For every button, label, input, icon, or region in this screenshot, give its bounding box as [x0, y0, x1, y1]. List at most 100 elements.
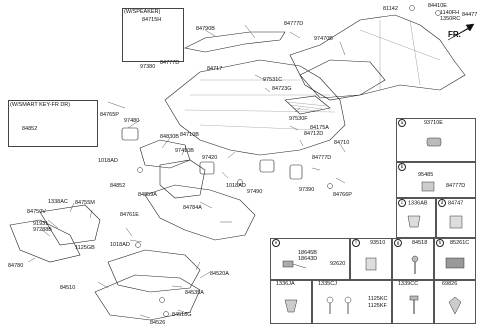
callout-97531C: 97531C — [263, 77, 283, 83]
vent-97480 — [121, 127, 139, 141]
legend-cell-c — [396, 198, 436, 238]
callout-81142: 81142 — [383, 6, 398, 12]
glove-box-part — [94, 274, 201, 321]
legend-g-pin-icon — [411, 255, 419, 274]
glove-box-housing — [107, 249, 201, 293]
callout-91931: 91931 — [33, 221, 49, 227]
crash-pad-part — [164, 59, 346, 156]
callout-84784A: 84784A — [183, 205, 202, 211]
legend-cell-e — [270, 238, 350, 280]
legend-code-c: c — [398, 199, 406, 207]
callout-84755M: 84755M — [75, 200, 95, 206]
legend-part-f: 93510 — [370, 240, 386, 247]
legend-e-lamp-icon — [282, 260, 307, 269]
callout-84710B: 84710B — [180, 132, 199, 138]
legend-code-f: f — [352, 239, 360, 247]
legend-cell-r4-4 — [434, 280, 476, 324]
legend-code-e: e — [272, 239, 280, 247]
legend-code-a: a — [398, 119, 406, 127]
callout-97530F: 97530F — [289, 116, 308, 122]
callout-84535A: 84535A — [185, 290, 204, 296]
callout-1140FH: 1140FH — [440, 10, 460, 16]
legend-r4-sub-2: 1125KF — [368, 303, 387, 309]
callout-84526: 84526 — [150, 320, 166, 326]
callout-1018AD-c: 1018AD — [110, 242, 130, 248]
callout-97420: 97420 — [202, 155, 218, 161]
center-panel-part — [159, 159, 206, 199]
legend-cell-b — [396, 162, 476, 198]
legend-header-a: a 93710E — [398, 119, 443, 127]
callout-1018AD-a: 1018AD — [98, 158, 118, 164]
side-cover-part — [9, 219, 81, 263]
legend-part-e-1: 18645B — [298, 250, 317, 256]
legend-cell-d — [436, 198, 476, 238]
callout-84777D-low: 84777D — [312, 155, 332, 161]
callout-84780: 84780 — [8, 263, 24, 269]
callout-97410B: 97410B — [175, 148, 194, 154]
callout-84765P: 84765P — [100, 112, 119, 118]
legend-cell-r4-1 — [270, 280, 312, 324]
callout-84518G: 84518G — [172, 312, 192, 318]
legend-code-b: b — [398, 163, 406, 171]
legend-header-e: e — [272, 239, 282, 247]
callout-84477: 84477 — [462, 12, 478, 18]
callout-97490: 97490 — [247, 189, 263, 195]
callout-97480: 97480 — [124, 118, 140, 124]
legend-part-d: 84747 — [448, 200, 464, 207]
callout-1350RC: 1350RC — [440, 16, 461, 22]
legend-r4-1: 1336JA — [276, 281, 295, 287]
legend-r4-1-icon — [284, 299, 298, 313]
legend-r4-2-screw-icon — [326, 296, 352, 314]
legend-cell-f — [350, 238, 392, 280]
legend-d-pad-icon — [449, 215, 463, 229]
legend-part-h: 85261C — [450, 240, 470, 247]
callout-84777D-top: 84777D — [284, 21, 304, 27]
legend-r4-4-clip-icon — [448, 296, 462, 315]
callout-84510: 84510 — [60, 285, 76, 291]
callout-84410E: 84410E — [428, 3, 447, 9]
lower-pad-part — [144, 184, 256, 241]
legend-header-b: b — [398, 163, 408, 171]
smartkey-inset-box — [8, 100, 98, 147]
vent-97390 — [289, 164, 303, 180]
legend-r4-sub-1: 1125KC — [368, 296, 388, 302]
callout-84859A: 84859A — [138, 192, 157, 198]
legend-part-e-3: 92620 — [330, 261, 346, 267]
legend-part-a: 93710E — [424, 120, 443, 127]
legend-h-module-icon — [445, 257, 465, 269]
legend-part-b-1: 95485 — [418, 172, 434, 178]
legend-part-b-2: 84777D — [446, 183, 466, 189]
legend-header-f: f 93510 — [352, 239, 385, 247]
legend-part-c: 1336AB — [408, 200, 428, 207]
cowl-crossbar-part — [289, 14, 466, 101]
speaker-inset-box — [122, 8, 184, 62]
callout-84852-inset: 84852 — [22, 126, 38, 132]
callout-84852: 84852 — [110, 183, 126, 189]
legend-r4-3-bolt-icon — [409, 295, 419, 314]
callout-1125GB: 1125GB — [75, 245, 95, 251]
legend-header-h: h 85261C — [436, 239, 469, 247]
legend-c-clip-icon — [407, 215, 421, 228]
legend-cell-r4-2 — [312, 280, 392, 324]
legend-code-h: h — [436, 239, 444, 247]
legend-r4-4: 69826 — [442, 281, 458, 287]
legend-part-e-2: 18643D — [298, 256, 318, 262]
legend-f-switch-icon — [365, 257, 377, 271]
legend-r4-3: 1339CC — [398, 281, 419, 287]
legend-cell-h — [434, 238, 476, 280]
front-arrow — [447, 23, 475, 41]
callout-84715H: 84715H — [142, 17, 162, 23]
callout-97380: 97380 — [140, 64, 156, 70]
callout-84520A: 84520A — [210, 271, 229, 277]
callout-84717: 84717 — [207, 66, 223, 72]
smartkey-inset-title: (W/SMART KEY-FR DR) — [10, 102, 71, 108]
callout-84723G: 84723G — [272, 86, 292, 92]
callout-84777D-mid: 84777D — [160, 60, 180, 66]
callout-1018AD-b: 1018AD — [226, 183, 246, 189]
upper-rail-part — [184, 31, 286, 53]
speaker-inset-title: (W/SPEAKER) — [124, 9, 161, 15]
